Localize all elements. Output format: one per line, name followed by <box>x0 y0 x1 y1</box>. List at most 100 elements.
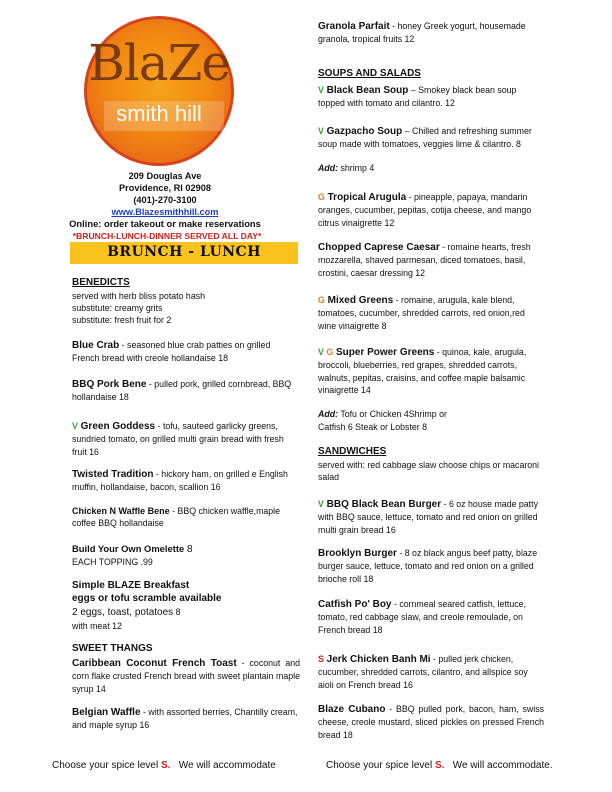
sandwiches-heading: SANDWICHES <box>318 446 387 457</box>
simple-breakfast-price: 8 <box>173 607 181 617</box>
footer-spice-note-left: Choose your spice level S. We will accom… <box>52 760 312 771</box>
menu-item-bbq-pork: BBQ Pork Bene - pulled pork, grilled cor… <box>72 378 300 404</box>
address-city: Providence, RI 02908 <box>119 183 211 193</box>
menu-item-omelette: Build Your Own Omelette 8 <box>72 543 300 556</box>
gluten-free-mark: G <box>318 192 325 202</box>
vegan-mark: V <box>318 347 324 357</box>
menu-item-chicken-waffle: Chicken N Waffle Bene - BBQ chicken waff… <box>72 505 300 530</box>
item-desc: - seasoned blue crab patties on grilled … <box>72 340 271 364</box>
add-label: Add: <box>318 409 339 419</box>
item-price: 8 <box>184 544 193 555</box>
item-desc: - hickory ham, on grilled e English muff… <box>72 469 288 493</box>
benedicts-line-3: substitute: fresh fruit for 2 <box>72 315 172 325</box>
item-desc: - quinoa, kale, arugula, broccoli, blueb… <box>318 347 527 396</box>
benedicts-line-1: served with herb bliss potato hash <box>72 291 206 301</box>
item-name: Super Power Greens <box>333 347 435 358</box>
item-name: Catfish Po' Boy <box>318 599 392 610</box>
gluten-free-mark: G <box>318 295 325 305</box>
spicy-mark: S. <box>434 760 445 771</box>
item-desc: – Smokey black bean soup topped with tom… <box>318 85 517 109</box>
item-name: Chopped Caprese Caesar <box>318 242 440 253</box>
simple-breakfast-name: Simple BLAZE Breakfast <box>72 580 190 591</box>
benedicts-heading: BENEDICTS <box>72 277 130 288</box>
item-name: Black Bean Soup <box>323 85 409 96</box>
logo-subtitle: smith hill <box>116 101 202 126</box>
simple-breakfast-name-2: eggs or tofu scramble available <box>72 593 222 604</box>
menu-item-blaze-cubano: Blaze Cubano - BBQ pulled pork, bacon, h… <box>318 703 544 741</box>
item-name: Chicken N Waffle Bene <box>72 506 170 516</box>
section-banner <box>70 242 298 264</box>
footer-text: We will accommodate <box>170 760 276 771</box>
add-label: Add: <box>318 163 339 173</box>
gazpacho-add: Add: shrimp 4 <box>318 162 544 175</box>
menu-item-black-bean-soup: V Black Bean Soup – Smokey black bean so… <box>318 84 544 110</box>
item-desc: - honey Greek yogurt, housemade granola,… <box>318 21 526 45</box>
footer-text: We will accommodate. <box>444 760 553 771</box>
menu-item-tropical-arugula: G Tropical Arugula - pineapple, papaya, … <box>318 191 544 229</box>
item-desc: - coconut and corn flake crusted French … <box>72 658 300 694</box>
item-name: Tropical Arugula <box>324 192 407 203</box>
item-desc: - BBQ chicken waffle,maple coffee BBQ ho… <box>72 506 281 529</box>
footer-spice-note-right: Choose your spice level S. We will accom… <box>326 760 596 771</box>
menu-item-jerk-chicken-banh-mi: S Jerk Chicken Banh Mi - pulled jerk chi… <box>318 653 544 691</box>
soups-salads-heading: SOUPS AND SALADS <box>318 68 421 79</box>
logo-band <box>104 101 224 131</box>
item-desc: - romaine hearts, fresh mozzarella, shav… <box>318 242 531 278</box>
menu-item-mixed-greens: G Mixed Greens - romaine, arugula, kale … <box>318 294 544 332</box>
sweet-thangs-heading: SWEET THANGS <box>72 643 153 654</box>
menu-item-belgian-waffle: Belgian Waffle - with assorted berries, … <box>72 706 300 732</box>
footer-text: Choose your spice level <box>326 760 435 771</box>
item-name: Green Goddess <box>77 421 156 432</box>
item-name: Build Your Own Omelette <box>72 543 185 554</box>
gluten-free-mark: G <box>323 347 334 357</box>
menu-item-gazpacho: V Gazpacho Soup – Chilled and refreshing… <box>318 125 544 151</box>
item-desc: - pineapple, papaya, mandarin oranges, c… <box>318 192 532 228</box>
add-text: shrimp 4 <box>338 163 375 173</box>
item-desc: – Chilled and refreshing summer soup mad… <box>318 126 532 150</box>
website-link[interactable]: www.Blazesmithhill.com <box>111 207 219 217</box>
logo-title: BlaZe <box>88 34 231 92</box>
menu-item-caprese-caesar: Chopped Caprese Caesar - romaine hearts,… <box>318 241 544 279</box>
menu-item-caribbean-toast: Caribbean Coconut French Toast - coconut… <box>72 657 300 695</box>
item-name: Caribbean Coconut French Toast <box>72 658 237 669</box>
menu-item-blue-crab: Blue Crab - seasoned blue crab patties o… <box>72 339 300 365</box>
omelette-topping: EACH TOPPING .99 <box>72 557 153 567</box>
section-banner-title: BRUNCH - LUNCH <box>107 244 261 260</box>
item-desc: - pulled pork, grilled cornbread, BBQ ho… <box>72 379 292 403</box>
simple-breakfast-meat: with meat 12 <box>72 621 122 631</box>
item-name: Jerk Chicken Banh Mi <box>323 654 431 665</box>
item-name: Brooklyn Burger <box>318 548 397 559</box>
vegan-mark: V <box>318 499 324 509</box>
item-name: Granola Parfait <box>318 21 390 32</box>
spicy-mark: S <box>318 654 324 664</box>
item-name: Blaze Cubano <box>318 704 386 715</box>
footer-text: Choose your spice level <box>52 760 161 771</box>
item-name: BBQ Black Bean Burger <box>323 499 442 510</box>
item-name: Belgian Waffle <box>72 707 141 718</box>
menu-item-twisted-tradition: Twisted Tradition - hickory ham, on gril… <box>72 468 300 494</box>
vegan-mark: V <box>318 126 324 136</box>
address-phone: (401)-270-3100 <box>133 195 197 205</box>
served-all-day-note: *BRUNCH-LUNCH-DINNER SERVED ALL DAY* <box>72 231 262 241</box>
item-desc: - 8 oz black angus beef patty, blaze bur… <box>318 548 538 584</box>
vegan-mark: V <box>318 85 324 95</box>
vegan-mark: V <box>72 421 78 431</box>
simple-breakfast-line: 2 eggs, toast, potatoes 8 <box>72 606 300 619</box>
item-desc: - 6 oz house made patty with BBQ sauce, … <box>318 499 538 535</box>
sandwiches-note: served with: red cabbage slaw choose chi… <box>318 460 540 483</box>
item-desc: - romaine, arugula, kale blend, tomatoes… <box>318 295 525 331</box>
menu-item-green-goddess: V Green Goddess - tofu, sauteed garlicky… <box>72 420 300 458</box>
item-name: Mixed Greens <box>324 295 394 306</box>
item-name: BBQ Pork Bene <box>72 379 147 390</box>
salad-add-line-2: Catfish 6 Steak or Lobster 8 <box>318 422 428 432</box>
spicy-mark: S. <box>160 760 171 771</box>
menu-item-brooklyn-burger: Brooklyn Burger - 8 oz black angus beef … <box>318 547 544 585</box>
menu-item-catfish-po-boy: Catfish Po' Boy - cornmeal seared catfis… <box>318 598 544 636</box>
benedicts-line-2: substitute: creamy grits <box>72 303 163 313</box>
item-desc: - BBQ pulled pork, bacon, ham, swiss che… <box>318 704 544 740</box>
menu-item-bbq-black-bean-burger: V BBQ Black Bean Burger - 6 oz house mad… <box>318 498 544 536</box>
item-desc: - pulled jerk chicken, cucumber, shredde… <box>318 654 528 690</box>
add-text: Tofu or Chicken 4Shrimp or <box>338 409 447 419</box>
blaze-logo <box>84 16 234 166</box>
item-desc: - cornmeal seared catfish, lettuce, toma… <box>318 599 526 635</box>
